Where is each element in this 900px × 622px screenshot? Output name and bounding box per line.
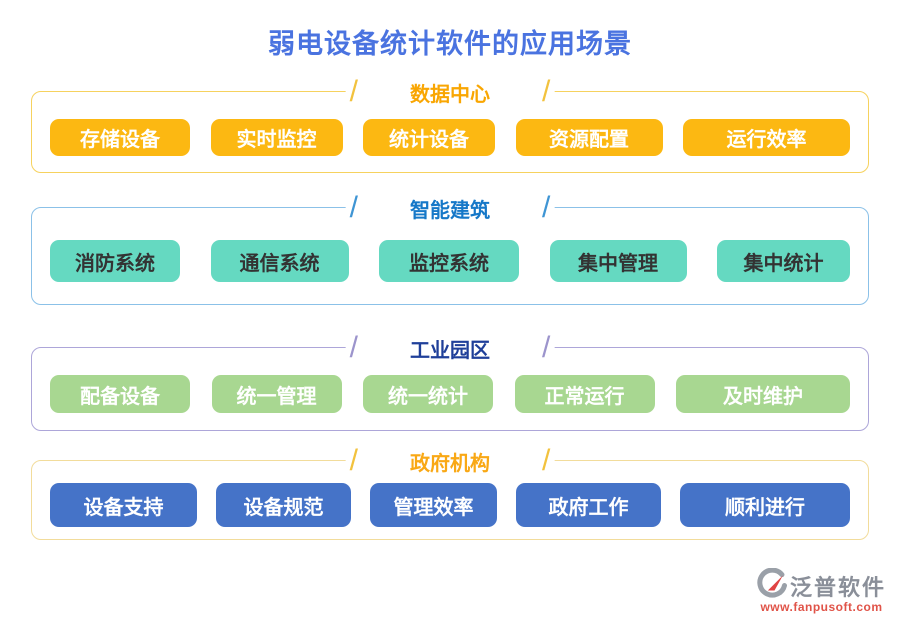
slash-decoration-right-icon: / bbox=[542, 331, 551, 364]
section-title-industrial-park: / 工业园区 / bbox=[345, 331, 555, 364]
tag-monitoring-system[interactable]: 监控系统 bbox=[379, 240, 519, 282]
tag-normal-operation[interactable]: 正常运行 bbox=[514, 375, 655, 413]
section-smart-building: / 智能建筑 / 消防系统 通信系统 监控系统 集中管理 集中统计 bbox=[31, 192, 869, 305]
slash-decoration-left-icon: / bbox=[349, 191, 358, 224]
tag-resource-allocation[interactable]: 资源配置 bbox=[515, 118, 663, 156]
button-row: 设备支持 设备规范 管理效率 政府工作 顺利进行 bbox=[32, 461, 868, 539]
tag-fire-system[interactable]: 消防系统 bbox=[50, 240, 180, 282]
footer-logo: 泛普软件 www.fanpusoft.com bbox=[757, 567, 886, 614]
tag-government-work[interactable]: 政府工作 bbox=[516, 483, 661, 527]
tag-communication-system[interactable]: 通信系统 bbox=[210, 240, 349, 282]
button-row: 消防系统 通信系统 监控系统 集中管理 集中统计 bbox=[32, 208, 868, 304]
tag-timely-maintenance[interactable]: 及时维护 bbox=[676, 375, 850, 413]
tag-centralized-management[interactable]: 集中管理 bbox=[549, 240, 687, 282]
slash-decoration-left-icon: / bbox=[349, 331, 358, 364]
tag-equipment-standards[interactable]: 设备规范 bbox=[216, 483, 351, 527]
section-data-center: / 数据中心 / 存储设备 实时监控 统计设备 资源配置 运行效率 bbox=[31, 76, 869, 173]
slash-decoration-left-icon: / bbox=[349, 444, 358, 477]
section-title-text: 数据中心 bbox=[410, 81, 490, 106]
content-wrapper: / 数据中心 / 存储设备 实时监控 统计设备 资源配置 运行效率 / 智能建筑… bbox=[31, 76, 869, 540]
section-title-text: 工业园区 bbox=[410, 337, 490, 362]
button-row: 存储设备 实时监控 统计设备 资源配置 运行效率 bbox=[32, 92, 868, 172]
section-title-smart-building: / 智能建筑 / bbox=[345, 191, 555, 224]
section-government: / 政府机构 / 设备支持 设备规范 管理效率 政府工作 顺利进行 bbox=[31, 445, 869, 540]
page-title: 弱电设备统计软件的应用场景 bbox=[268, 29, 632, 60]
tag-equipment-support[interactable]: 设备支持 bbox=[50, 483, 197, 527]
tag-unified-management[interactable]: 统一管理 bbox=[211, 375, 342, 413]
tag-realtime-monitoring[interactable]: 实时监控 bbox=[210, 118, 343, 156]
section-title-government: / 政府机构 / bbox=[345, 444, 555, 477]
tag-centralized-statistics[interactable]: 集中统计 bbox=[717, 240, 850, 282]
tag-statistics-equipment[interactable]: 统计设备 bbox=[363, 118, 495, 156]
button-row: 配备设备 统一管理 统一统计 正常运行 及时维护 bbox=[32, 348, 868, 430]
tag-management-efficiency[interactable]: 管理效率 bbox=[370, 483, 497, 527]
section-industrial-park: / 工业园区 / 配备设备 统一管理 统一统计 正常运行 及时维护 bbox=[31, 332, 869, 431]
section-title-data-center: / 数据中心 / bbox=[345, 75, 555, 108]
tag-equipment-provision[interactable]: 配备设备 bbox=[50, 375, 190, 413]
fanpu-logo-icon bbox=[757, 567, 787, 603]
section-title-text: 政府机构 bbox=[410, 450, 490, 475]
tag-storage-equipment[interactable]: 存储设备 bbox=[50, 118, 190, 156]
slash-decoration-right-icon: / bbox=[542, 75, 551, 108]
tag-operation-efficiency[interactable]: 运行效率 bbox=[683, 118, 850, 156]
tag-smooth-progress[interactable]: 顺利进行 bbox=[680, 483, 850, 527]
slash-decoration-right-icon: / bbox=[542, 444, 551, 477]
slash-decoration-right-icon: / bbox=[542, 191, 551, 224]
brand-url: www.fanpusoft.com bbox=[760, 600, 883, 614]
section-title-text: 智能建筑 bbox=[410, 197, 490, 222]
brand-name: 泛普软件 bbox=[789, 574, 886, 601]
logo-row: 泛普软件 bbox=[757, 567, 886, 603]
tag-unified-statistics[interactable]: 统一统计 bbox=[363, 375, 493, 413]
slash-decoration-left-icon: / bbox=[349, 75, 358, 108]
